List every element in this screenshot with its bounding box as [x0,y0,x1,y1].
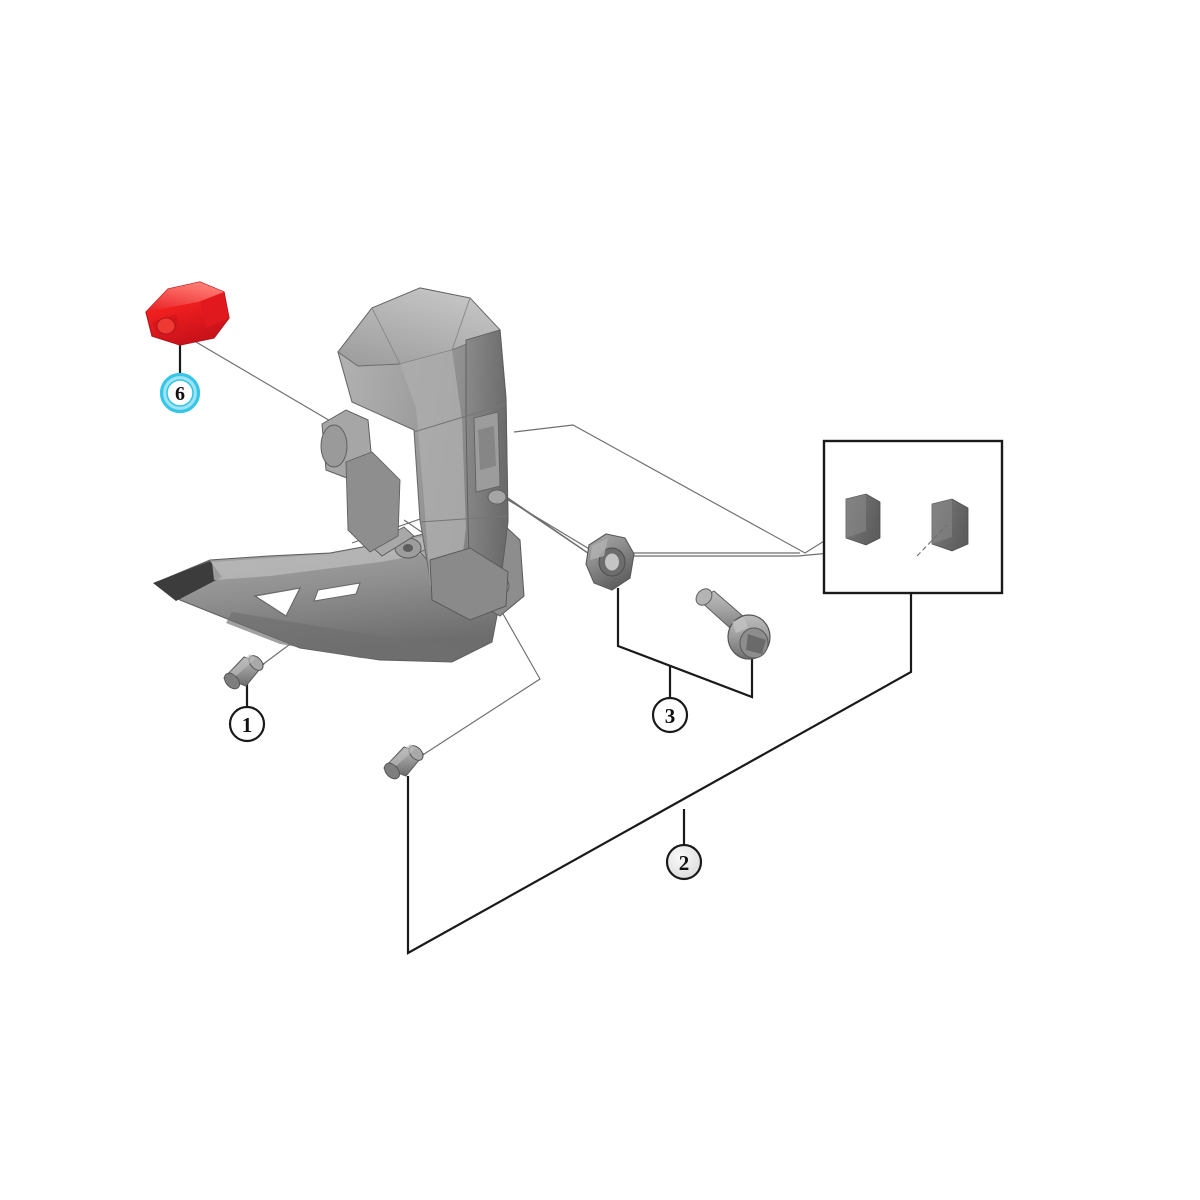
bolt-head-highlight [732,617,748,633]
pin-2-end-near [384,762,400,780]
cage-pivot-hole-a [403,544,413,552]
cage-lower-shadow [226,612,462,662]
saddle-washer-highlight [590,538,608,560]
callout-3-bracket [616,588,754,699]
callout-1-circle[interactable] [228,705,266,743]
plate-right-top [932,499,952,544]
motor-body-ridge [400,350,466,586]
saddle-washer [585,533,635,591]
saddle-washer-bore-inner [605,553,619,571]
callout-6-label: 6 [175,383,185,405]
derailleur-motor-body [320,287,509,621]
pin-2-highlight [390,744,416,766]
inset-pointer-right [916,524,948,557]
cage-cutout-slot [313,582,361,602]
motor-body-seam-d [451,297,471,351]
callout-3-bracket-path [616,588,754,699]
red-cover-hole [156,317,176,335]
motor-body-panel-inner [478,426,496,470]
red-cover-top [146,282,224,312]
fixing-bolt [695,588,771,660]
thin-leader-washer [498,492,599,561]
pin-1-end-near [224,672,240,690]
callout-2-circle[interactable] [665,843,703,881]
motor-body-boss [487,489,507,505]
motor-body-skirt [345,451,401,553]
callout-1-label: 1 [242,713,253,737]
motor-body-mount-block [429,547,509,621]
fixing-pin-lower [383,744,425,780]
adapter-plate-right [931,498,969,552]
callout-3-circle[interactable] [651,696,689,734]
thin-leader-red-to-body [195,341,333,423]
cage-tip-dark [153,561,222,601]
bolt-shank-end [695,588,713,606]
red-highlighted-cover [145,281,230,346]
inset-detail-box [822,439,1004,595]
motor-body-seam-b [419,515,509,523]
thin-leader-body-to-plate-right-b [507,499,831,557]
callout-2[interactable]: 2 [665,843,703,881]
callout-1[interactable]: 1 [228,705,266,743]
plate-left-top [846,494,866,538]
red-cover-side [200,292,229,328]
pin-1-highlight [230,654,256,676]
callout-3[interactable]: 3 [651,696,689,734]
callout-2-bracket-path [406,594,913,955]
callout-2-label: 2 [679,851,690,875]
fixing-pin-upper [223,654,265,690]
adapter-plate-left [845,493,881,546]
bolt-hex-socket [746,634,766,654]
thin-leader-pin2 [417,590,541,759]
motor-body-seam-c [371,307,401,365]
callout-2-bracket [406,594,913,955]
callout-6[interactable]: 6 [159,372,201,414]
motor-body-seam-a [413,403,507,433]
cage-cutout-triangle [253,587,302,617]
motor-body-barrel-end [320,424,348,468]
callout-3-label: 3 [665,704,676,728]
callout-6-circle[interactable] [166,379,194,407]
